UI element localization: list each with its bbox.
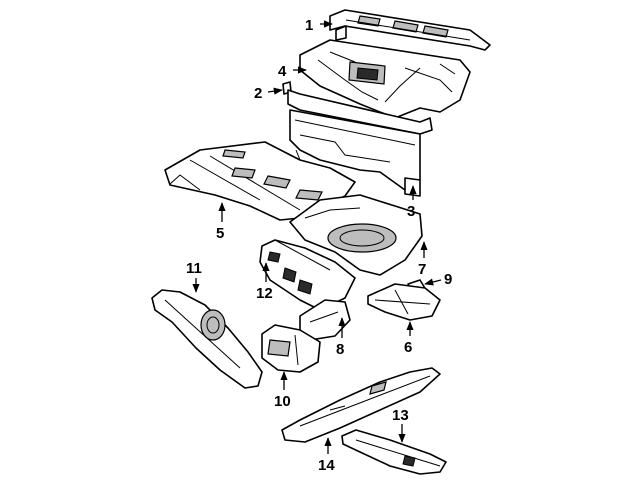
part-4-parcel-shelf: [299, 39, 471, 119]
callout-14: 14: [318, 457, 335, 474]
callout-2: 2: [254, 85, 262, 102]
part-3-back-panel: [287, 89, 433, 197]
part-6-crossmember: [367, 283, 441, 321]
callout-6: 6: [404, 339, 412, 356]
callout-13: 13: [392, 407, 409, 424]
part-13-floor-rail-section: [341, 429, 447, 475]
callout-9: 9: [444, 271, 452, 288]
callout-8: 8: [336, 341, 344, 358]
callout-12: 12: [256, 285, 273, 302]
callout-11: 11: [186, 260, 202, 277]
leader-2: [267, 87, 283, 95]
callout-7: 7: [418, 261, 426, 278]
part-10-seat-bracket: [261, 324, 321, 373]
callout-1: 1: [305, 17, 313, 34]
leader-9: [424, 278, 442, 286]
part-12-side-section: [259, 239, 356, 311]
callout-labels: 1 2 3 4 5 6 7 8 9 10 11 12 13 14: [186, 17, 452, 474]
part-7-rear-floor: [289, 194, 423, 276]
callout-3: 3: [407, 203, 415, 220]
part-11-side-panel: [151, 289, 263, 389]
part-1-upper-panel: [329, 9, 491, 51]
callout-5: 5: [216, 225, 224, 242]
leader-lines: [192, 20, 442, 454]
callout-4: 4: [278, 63, 287, 80]
callout-10: 10: [274, 393, 291, 410]
part-14-floor-rail: [281, 367, 441, 443]
